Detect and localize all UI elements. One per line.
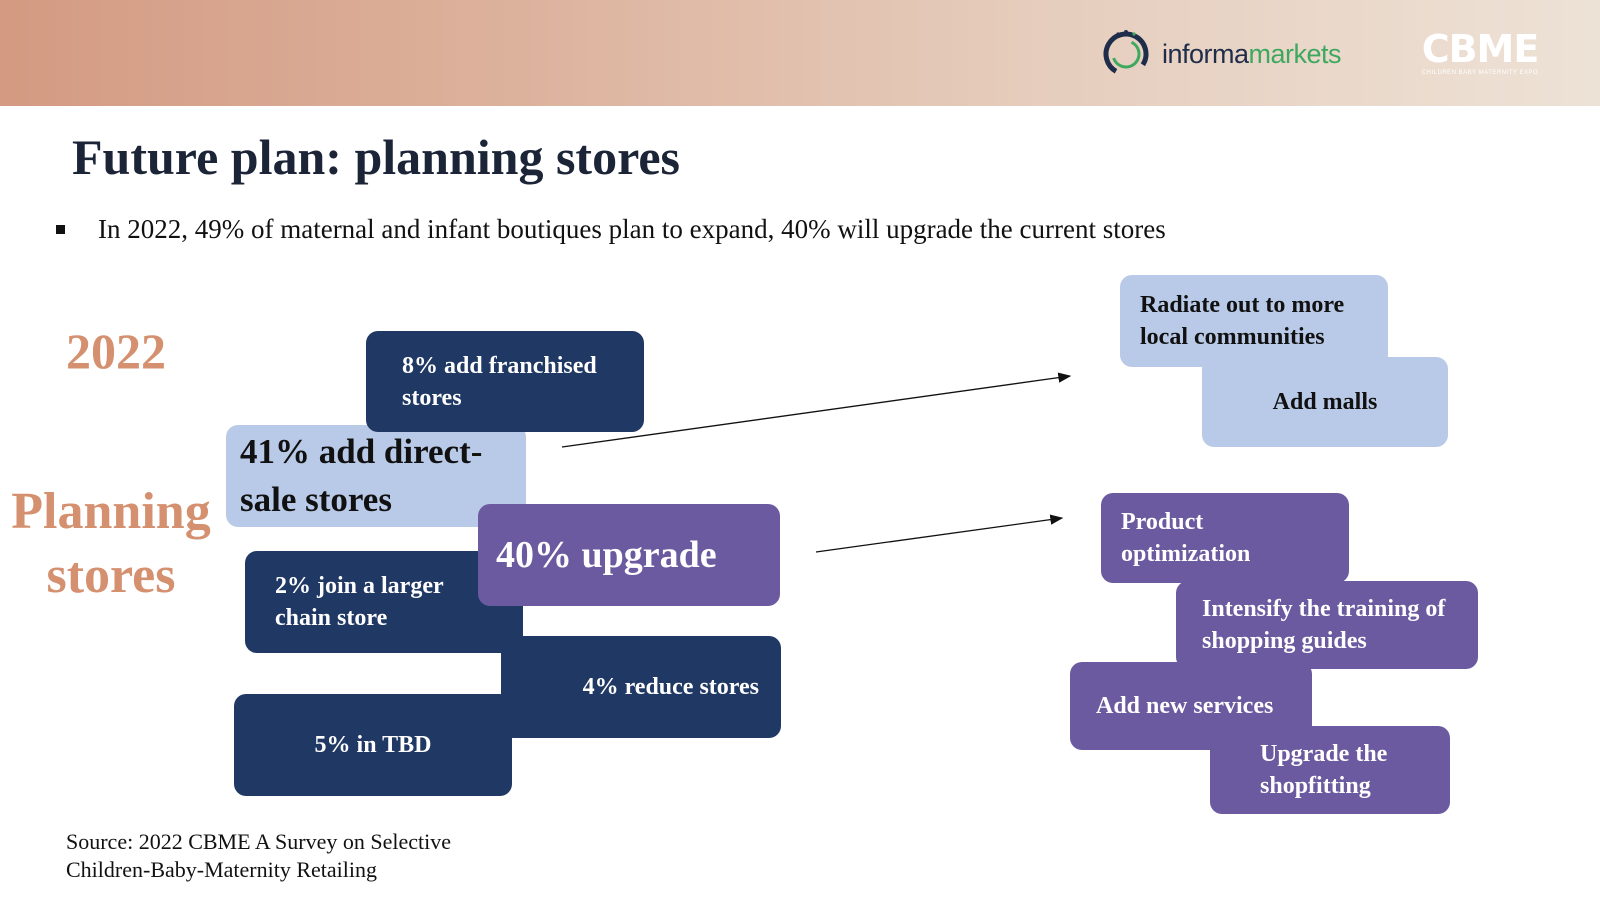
informa-wordmark: informamarkets (1162, 38, 1342, 69)
source-citation: Source: 2022 CBME A Survey on Selective … (66, 829, 451, 882)
summary-bullet: In 2022, 49% of maternal and infant bout… (56, 214, 1166, 245)
upgrade-arrow (815, 514, 1064, 553)
join-chain-box: 2% join a larger chain store (245, 551, 523, 653)
upgrade-box: 40% upgrade (478, 504, 780, 606)
planning-stores-label: Planning stores (11, 483, 211, 604)
shopfitting-box: Upgrade the shopfitting (1210, 726, 1450, 814)
cbme-wordmark: CBME (1421, 27, 1540, 71)
informa-markets-logo: informamarkets (1100, 26, 1342, 82)
tbd-box: 5% in TBD (234, 694, 512, 796)
year-label: 2022 (66, 323, 166, 379)
product-optimization-box: Product optimization (1101, 493, 1349, 583)
franchised-box: 8% add franchised stores (366, 331, 644, 432)
informa-circle-icon (1103, 30, 1149, 77)
header-banner: informamarkets CBME CHILDREN BABY MATERN… (0, 0, 1600, 106)
radiate-box: Radiate out to more local communities (1120, 275, 1388, 367)
summary-text: In 2022, 49% of maternal and infant bout… (98, 214, 1166, 244)
reduce-box: 4% reduce stores (501, 636, 781, 738)
cbme-tagline: CHILDREN BABY MATERNITY EXPO (1421, 70, 1539, 76)
training-box: Intensify the training of shopping guide… (1176, 581, 1478, 669)
direct-sale-box: 41% add direct-sale stores (226, 425, 526, 527)
cbme-logo: CBME CHILDREN BABY MATERNITY EXPO (1410, 30, 1550, 76)
bullet-square-icon (56, 225, 65, 234)
malls-box: Add malls (1202, 357, 1448, 447)
page-title: Future plan: planning stores (72, 129, 681, 185)
